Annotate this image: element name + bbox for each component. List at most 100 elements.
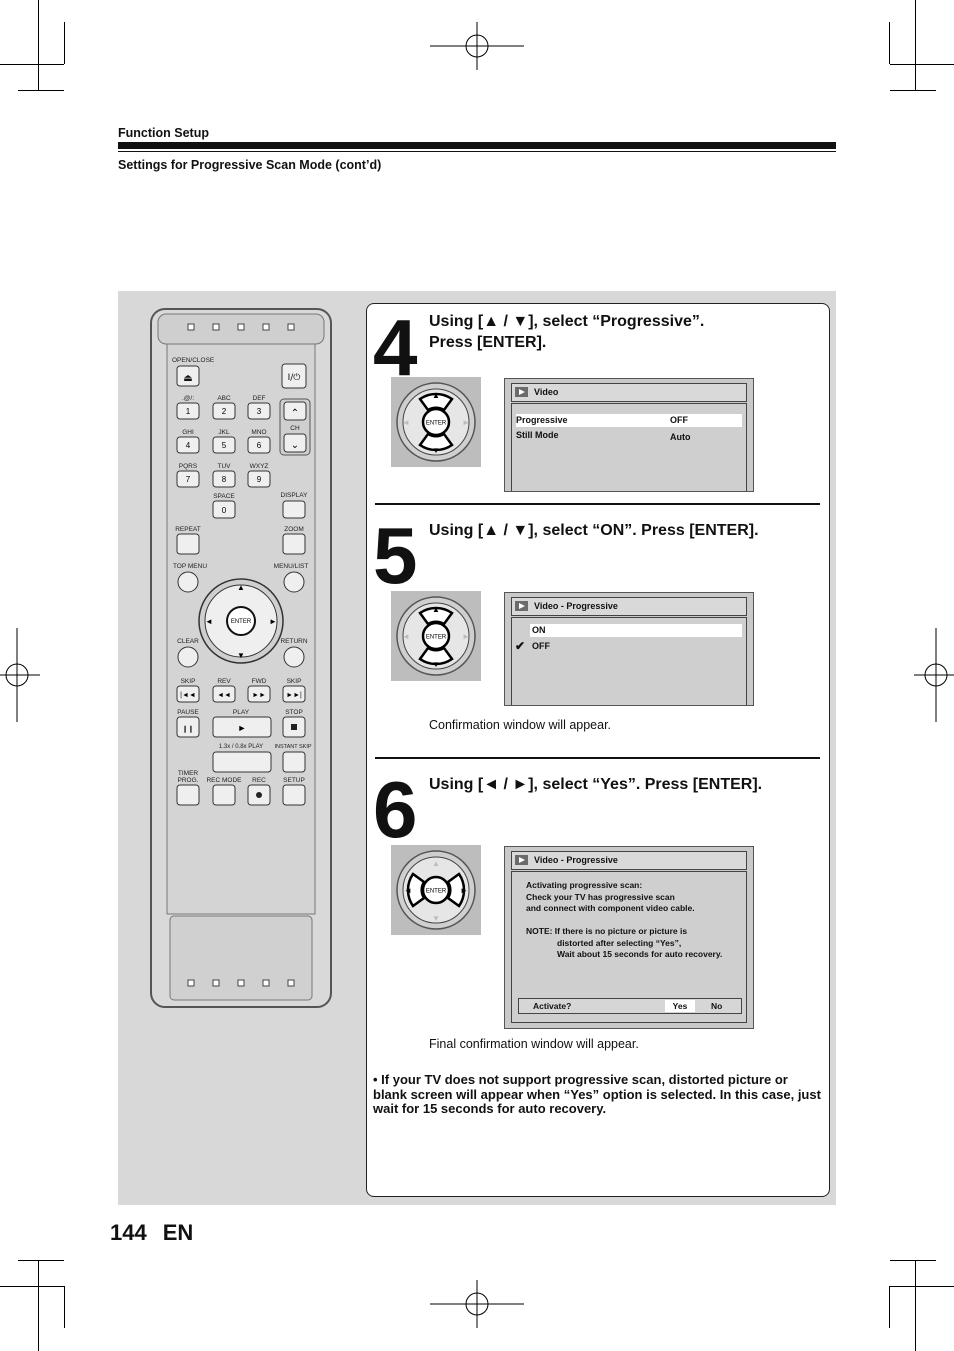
- svg-text:◄: ◄: [402, 418, 410, 427]
- step-4-screen-title: Video: [511, 383, 747, 402]
- registration-mark-bottom: [430, 1280, 524, 1328]
- svg-text:►: ►: [462, 418, 470, 427]
- svg-text:◄: ◄: [205, 617, 213, 626]
- menu-row-still-mode[interactable]: Still Mode Auto: [516, 430, 691, 442]
- svg-text:⌄: ⌄: [291, 440, 299, 451]
- remote-ch-label: CH: [290, 425, 300, 432]
- remote-key-sublabel: GHI: [182, 429, 194, 436]
- remote-key-number: 3: [257, 407, 262, 416]
- step-5-screen-title: Video - Progressive: [511, 597, 747, 616]
- svg-text:►: ►: [269, 617, 277, 626]
- no-option[interactable]: No: [711, 1001, 723, 1011]
- remote-key-sublabel: .@/:: [182, 395, 194, 402]
- svg-text:DISPLAY: DISPLAY: [281, 492, 309, 499]
- step-4-screen: Video Progressive OFF Still Mode Auto: [504, 378, 754, 492]
- step-5-title: Using [▲ / ▼], select “ON”. Press [ENTER…: [429, 522, 759, 539]
- checkmark-icon: ✔: [515, 639, 526, 653]
- svg-text:▲: ▲: [432, 605, 440, 614]
- step-4-title-line2: Press [ENTER].: [429, 334, 547, 351]
- option-on[interactable]: ON: [530, 624, 742, 637]
- svg-text:▼: ▼: [432, 914, 440, 923]
- svg-text:REC MODE: REC MODE: [206, 777, 242, 784]
- remote-number-key: [176, 470, 200, 488]
- step-divider: [375, 503, 820, 505]
- svg-text:0: 0: [222, 506, 227, 515]
- remote-control-illustration: OPEN/CLOSE ⏏ I/⏻ .@/:1ABC2DEF3GHI4JKL5MN…: [150, 308, 332, 1008]
- remote-key-sublabel: PQRS: [179, 463, 198, 470]
- menu-row-progressive[interactable]: Progressive OFF: [516, 414, 742, 427]
- svg-text:▼: ▼: [432, 660, 440, 669]
- step-6-number: 6: [373, 765, 417, 854]
- remote-number-key: [247, 436, 271, 454]
- remote-number-key: [176, 436, 200, 454]
- remote-number-key: [247, 402, 271, 420]
- activate-prompt-bar: Activate? Yes No: [518, 998, 742, 1014]
- svg-text:REC: REC: [252, 777, 266, 784]
- remote-key-number: 5: [222, 441, 227, 450]
- svg-text:RETURN: RETURN: [280, 638, 307, 645]
- svg-text:ZOOM: ZOOM: [284, 526, 304, 533]
- svg-text:❙❙: ❙❙: [182, 725, 194, 733]
- remote-key-sublabel: TUV: [218, 463, 232, 470]
- remote-key-sublabel: JKL: [218, 429, 230, 436]
- remote-key-number: 7: [186, 475, 191, 484]
- svg-text:REV: REV: [217, 678, 231, 685]
- option-off[interactable]: OFF: [532, 641, 550, 651]
- dpad-up-down-icon: ▲ ▼ ◄ ► ENTER: [391, 377, 481, 467]
- svg-text:◄◄: ◄◄: [217, 692, 231, 699]
- dpad-left-right-icon: ▲ ▼ ◄ ► ENTER: [391, 845, 481, 935]
- remote-key-sublabel: WXYZ: [250, 463, 269, 470]
- step-4-title-line1: Using [▲ / ▼], select “Progressive”.: [429, 313, 705, 330]
- remote-key-number: 4: [186, 441, 191, 450]
- step-5-caption: Confirmation window will appear.: [429, 718, 612, 732]
- remote-number-key: [176, 402, 200, 420]
- svg-text:►►|: ►►|: [286, 692, 302, 699]
- dpad-up-down-icon: ▲ ▼ ◄ ► ENTER: [391, 591, 481, 681]
- svg-text:ENTER: ENTER: [231, 619, 252, 625]
- svg-text:REPEAT: REPEAT: [175, 526, 201, 533]
- remote-key-sublabel: DEF: [253, 395, 266, 402]
- svg-text:TOP MENU: TOP MENU: [173, 563, 207, 570]
- svg-text:▲: ▲: [432, 859, 440, 868]
- remote-number-key: [212, 470, 236, 488]
- step-5-number: 5: [373, 511, 417, 600]
- svg-text:CLEAR: CLEAR: [177, 638, 199, 645]
- step-divider: [375, 757, 820, 759]
- svg-text:▲: ▲: [237, 583, 245, 592]
- svg-text:ENTER: ENTER: [426, 635, 447, 641]
- remote-key-number: 8: [222, 475, 227, 484]
- step-6-caption: Final confirmation window will appear.: [429, 1037, 639, 1051]
- remote-number-key: [247, 470, 271, 488]
- svg-text:SKIP: SKIP: [287, 678, 302, 685]
- svg-text:INSTANT SKIP: INSTANT SKIP: [274, 744, 311, 750]
- svg-text:FWD: FWD: [252, 678, 267, 685]
- step-4-number: 4: [373, 303, 417, 392]
- registration-mark-left: [0, 628, 40, 722]
- remote-key-number: 1: [186, 407, 191, 416]
- remote-key-number: 6: [257, 441, 262, 450]
- remote-key-number: 9: [257, 475, 262, 484]
- svg-text:ENTER: ENTER: [426, 889, 447, 895]
- svg-text:ENTER: ENTER: [426, 421, 447, 427]
- header-rule-thick: [118, 142, 836, 149]
- registration-mark-right: [914, 628, 954, 722]
- registration-mark-top: [430, 22, 524, 70]
- subsection-title: Settings for Progressive Scan Mode (cont…: [118, 158, 382, 172]
- remote-space-label: SPACE: [213, 493, 235, 500]
- step-6-screen: Video - Progressive Activating progressi…: [504, 846, 754, 1029]
- confirm-message: Activating progressive scan: Check your …: [526, 880, 723, 959]
- svg-text:◄: ◄: [402, 632, 410, 641]
- svg-text:◄: ◄: [404, 886, 412, 895]
- step-6-screen-title: Video - Progressive: [511, 851, 747, 870]
- remote-number-key: [212, 402, 236, 420]
- svg-text:SKIP: SKIP: [181, 678, 196, 685]
- svg-text:►►: ►►: [252, 692, 266, 699]
- yes-option[interactable]: Yes: [665, 1000, 695, 1012]
- step-6-title: Using [◄ / ►], select “Yes”. Press [ENTE…: [429, 776, 763, 793]
- svg-text:1.3x / 0.8x PLAY: 1.3x / 0.8x PLAY: [219, 744, 263, 750]
- remote-number-key: [212, 436, 236, 454]
- section-title: Function Setup: [118, 126, 209, 140]
- svg-text:MENU/LIST: MENU/LIST: [274, 563, 309, 570]
- remote-key-sublabel: MNO: [251, 429, 266, 436]
